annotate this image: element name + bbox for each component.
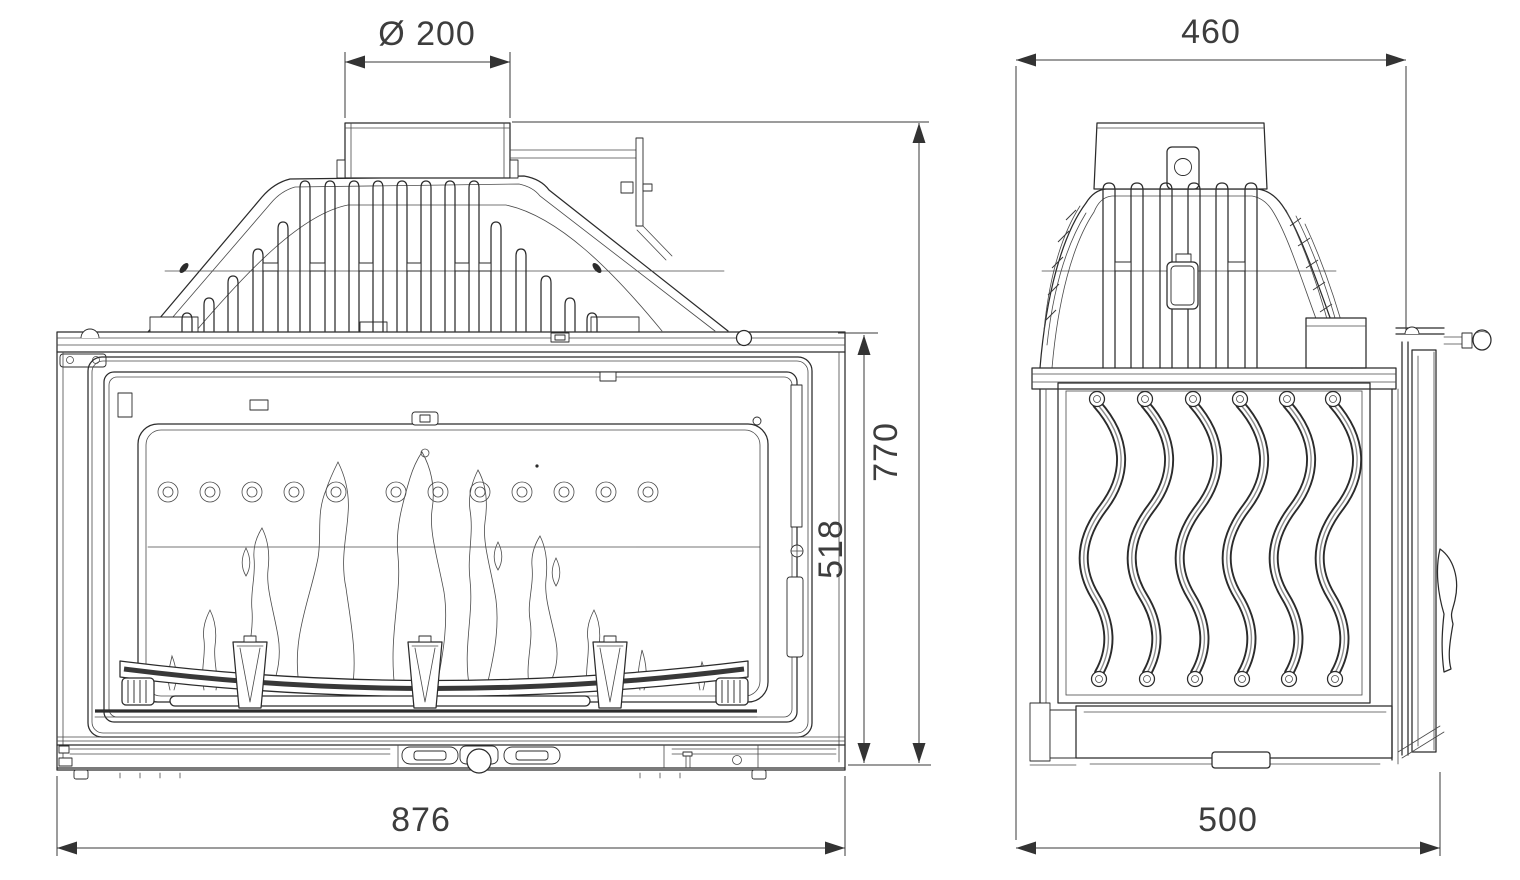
door-slab-side [1411, 349, 1437, 753]
dim-top-depth: 460 [1015, 13, 1407, 840]
door-latch-right [786, 384, 804, 658]
front-view [56, 122, 846, 780]
dim-firebox-height: 518 [812, 332, 878, 763]
extension-lines [344, 52, 511, 118]
dim-label-overall-height: 770 [867, 422, 905, 482]
dim-overall-depth: 500 [1016, 772, 1441, 856]
grate-front [94, 635, 758, 718]
dome-ribs-front [181, 180, 598, 332]
rib-tie-bars [262, 262, 492, 272]
foot [751, 769, 767, 780]
foot [73, 769, 89, 780]
plate-pin [735, 329, 753, 347]
dim-label-firebox-height: 518 [812, 519, 850, 579]
side-panel-waves [1078, 390, 1362, 688]
corner-cylinder [121, 677, 155, 706]
extension-lines [56, 776, 846, 856]
grate-clip [592, 635, 628, 709]
grate-clip [407, 635, 443, 709]
glass-front [147, 448, 761, 691]
hinge-mark [117, 392, 133, 418]
dim-label-overall-width: 876 [391, 801, 451, 839]
body-frame-front [56, 351, 846, 771]
ash-lip [169, 695, 591, 707]
extension-lines [1015, 66, 1407, 840]
arrow-right-icon [490, 55, 510, 69]
top-plate-side [1031, 317, 1397, 390]
base-strip-front [56, 736, 846, 780]
dimensions: Ø 200 770 518 876 46 [56, 13, 1441, 856]
body-side [1039, 382, 1399, 765]
arrow-left-icon [1016, 53, 1036, 67]
dim-label-overall-depth: 500 [1198, 801, 1258, 839]
arrow-up-icon [857, 335, 871, 355]
corner-cylinder [715, 677, 749, 706]
base-tab [1211, 751, 1271, 769]
arrow-down-icon [857, 743, 871, 763]
extension-lines [512, 121, 931, 766]
hinge-block [59, 353, 107, 368]
arrow-down-icon [912, 743, 926, 763]
arrow-right-icon [1420, 841, 1440, 855]
dome-ribs-side [1102, 182, 1258, 369]
dim-label-flue-diameter: Ø 200 [378, 15, 476, 53]
bolt-icon [620, 181, 634, 194]
arrow-up-icon [912, 123, 926, 143]
flue-collar-side [1093, 122, 1268, 190]
flame-decoration [167, 451, 706, 691]
dim-overall-height: 770 [512, 121, 931, 766]
base-side [1029, 702, 1393, 769]
cold-handle-rod [1443, 329, 1492, 351]
air-control-knob [459, 745, 499, 774]
door-handle [1436, 548, 1458, 673]
dome-front [147, 175, 729, 333]
dim-label-top-depth: 460 [1181, 13, 1241, 51]
arrow-left-icon [57, 841, 77, 855]
vent-holes [157, 481, 659, 503]
side-view [1029, 122, 1492, 769]
arrow-right-icon [825, 841, 845, 855]
side-fins-left [1043, 205, 1087, 346]
dim-flue-diameter: Ø 200 [344, 15, 511, 118]
lift-hook [80, 328, 100, 339]
arrow-left-icon [345, 55, 365, 69]
arrow-left-icon [1016, 841, 1036, 855]
glass-frame [137, 423, 769, 703]
side-panel [1057, 382, 1371, 704]
top-plate-front [56, 328, 846, 368]
arrow-right-icon [1386, 53, 1406, 67]
hinge-box-side [1305, 317, 1367, 369]
door-side [1395, 326, 1492, 759]
flue-collar-front [336, 122, 519, 179]
mounting-plate [509, 137, 673, 261]
dim-overall-width: 876 [56, 776, 846, 856]
grate-clip [232, 635, 268, 709]
air-vent-slot [401, 746, 459, 765]
air-vent-slot [503, 746, 561, 765]
